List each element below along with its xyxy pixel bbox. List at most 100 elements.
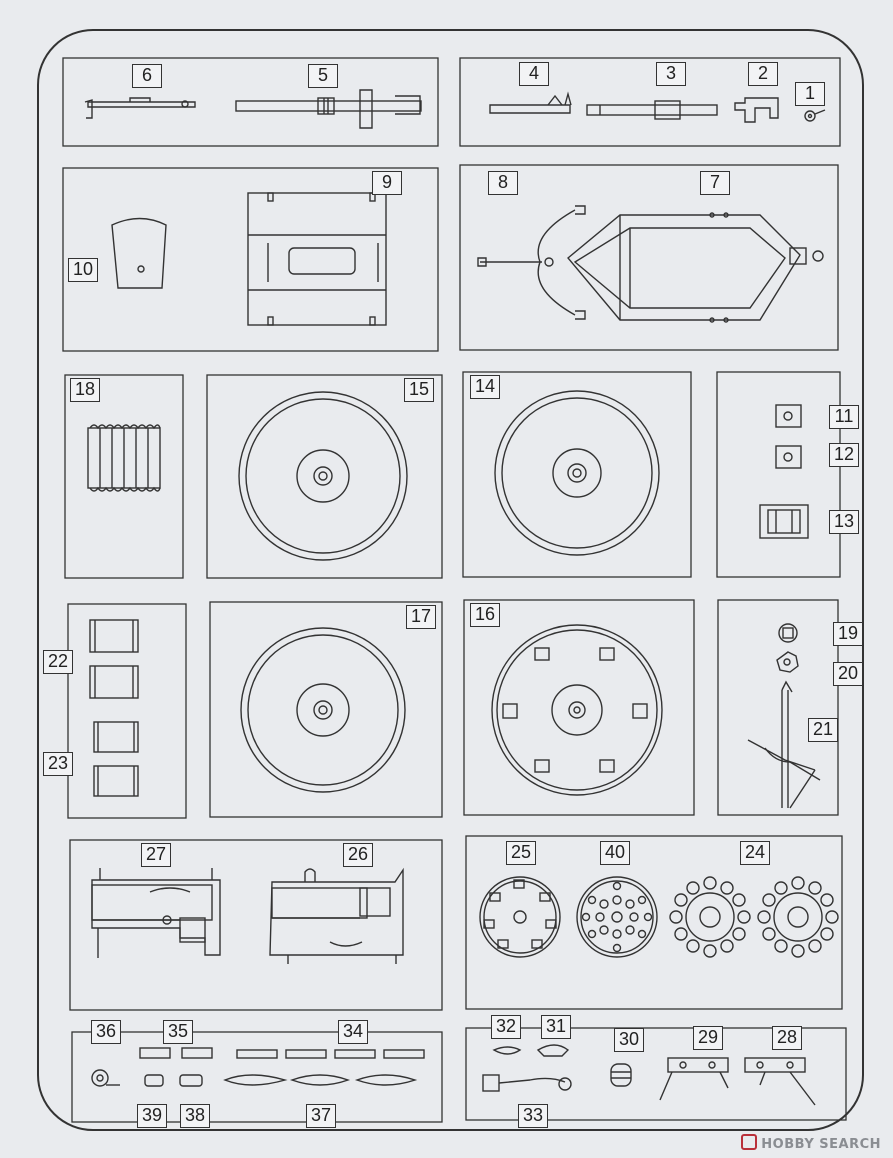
part-label-5: 5 bbox=[308, 64, 338, 88]
part-label-9: 9 bbox=[372, 171, 402, 195]
logo-icon bbox=[741, 1134, 758, 1150]
part-33-drawing bbox=[482, 1074, 572, 1092]
part-label-20: 20 bbox=[833, 662, 863, 686]
panel-parts-7-8 bbox=[459, 164, 839, 351]
part-40-drawing bbox=[576, 876, 658, 958]
part-label-18: 18 bbox=[70, 378, 100, 402]
part-39-drawing bbox=[144, 1074, 164, 1087]
watermark: HOBBY SEARCH bbox=[741, 1134, 881, 1152]
panel-parts-9-10 bbox=[62, 167, 439, 352]
panel-parts-5-6 bbox=[62, 57, 439, 147]
part-20-drawing bbox=[776, 651, 799, 673]
part-label-3: 3 bbox=[656, 62, 686, 86]
part-34-drawing bbox=[236, 1049, 425, 1059]
part-label-14: 14 bbox=[470, 375, 500, 399]
part-label-19: 19 bbox=[833, 622, 863, 646]
part-label-23: 23 bbox=[43, 752, 73, 776]
part-23-drawing bbox=[93, 721, 139, 797]
part-21-drawing bbox=[747, 680, 821, 809]
part-label-12: 12 bbox=[829, 443, 859, 467]
part-24-drawing-b bbox=[757, 876, 839, 958]
part-label-35: 35 bbox=[163, 1020, 193, 1044]
panel-parts-11-13 bbox=[716, 371, 841, 578]
part-label-29: 29 bbox=[693, 1026, 723, 1050]
part-label-26: 26 bbox=[343, 843, 373, 867]
watermark-text: HOBBY SEARCH bbox=[761, 1137, 881, 1152]
panel-parts-34-39 bbox=[71, 1031, 443, 1123]
part-label-10: 10 bbox=[68, 258, 98, 282]
part-2-drawing bbox=[734, 97, 779, 123]
panel-part-16 bbox=[463, 599, 695, 816]
part-label-30: 30 bbox=[614, 1028, 644, 1052]
part-19-drawing bbox=[778, 623, 798, 643]
panel-parts-22-23 bbox=[67, 603, 187, 819]
part-label-2: 2 bbox=[748, 62, 778, 86]
panel-parts-28-33 bbox=[465, 1027, 847, 1121]
part-label-36: 36 bbox=[91, 1020, 121, 1044]
part-label-33: 33 bbox=[518, 1104, 548, 1128]
part-18-drawing bbox=[87, 424, 161, 492]
part-label-40: 40 bbox=[600, 841, 630, 865]
part-label-34: 34 bbox=[338, 1020, 368, 1044]
part-32-drawing bbox=[492, 1046, 522, 1055]
part-12-drawing bbox=[775, 445, 802, 469]
panel-part-15 bbox=[206, 374, 443, 579]
part-label-4: 4 bbox=[519, 62, 549, 86]
part-label-21: 21 bbox=[808, 718, 838, 742]
part-22-drawing bbox=[89, 619, 139, 699]
part-label-15: 15 bbox=[404, 378, 434, 402]
part-label-38: 38 bbox=[180, 1104, 210, 1128]
part-36-drawing bbox=[91, 1069, 120, 1087]
part-label-1: 1 bbox=[795, 82, 825, 106]
panel-part-14 bbox=[462, 371, 692, 578]
part-label-6: 6 bbox=[132, 64, 162, 88]
part-7-8-drawing bbox=[477, 205, 824, 323]
part-label-28: 28 bbox=[772, 1026, 802, 1050]
part-24-drawing-a bbox=[669, 876, 751, 958]
part-label-16: 16 bbox=[470, 603, 500, 627]
part-label-24: 24 bbox=[740, 841, 770, 865]
part-15-wheel bbox=[238, 391, 408, 561]
part-label-8: 8 bbox=[488, 171, 518, 195]
part-label-31: 31 bbox=[541, 1015, 571, 1039]
part-10-drawing bbox=[111, 217, 167, 289]
part-16-wheel bbox=[491, 624, 663, 796]
panel-parts-26-27 bbox=[69, 839, 443, 1011]
part-25-drawing bbox=[479, 876, 561, 958]
panel-parts-19-21 bbox=[717, 599, 839, 816]
part-4-drawing bbox=[489, 91, 572, 114]
sprue-outer-frame bbox=[37, 29, 864, 1131]
panel-parts-1-4 bbox=[459, 57, 841, 147]
part-27-drawing bbox=[91, 868, 221, 958]
part-11-drawing bbox=[775, 404, 802, 428]
part-26-drawing bbox=[269, 867, 404, 964]
part-1-drawing bbox=[804, 109, 826, 122]
panel-part-18 bbox=[64, 374, 184, 579]
part-31-drawing bbox=[536, 1044, 570, 1057]
part-17-wheel bbox=[240, 627, 406, 793]
part-label-32: 32 bbox=[491, 1015, 521, 1039]
part-label-39: 39 bbox=[137, 1104, 167, 1128]
panel-part-17 bbox=[209, 601, 443, 818]
part-label-13: 13 bbox=[829, 510, 859, 534]
part-5-drawing bbox=[235, 89, 422, 129]
part-3-drawing bbox=[586, 100, 718, 120]
part-label-11: 11 bbox=[829, 405, 859, 429]
part-14-wheel bbox=[494, 390, 660, 556]
part-label-37: 37 bbox=[306, 1104, 336, 1128]
part-label-25: 25 bbox=[506, 841, 536, 865]
part-label-17: 17 bbox=[406, 605, 436, 629]
panel-parts-24-40 bbox=[465, 835, 843, 1010]
part-9-drawing bbox=[247, 192, 387, 326]
part-28-drawing bbox=[744, 1057, 816, 1106]
sprue-panels bbox=[62, 57, 847, 1123]
part-35-drawing bbox=[139, 1047, 213, 1059]
part-38-drawing bbox=[179, 1074, 203, 1087]
part-29-drawing bbox=[659, 1057, 729, 1101]
part-label-27: 27 bbox=[141, 843, 171, 867]
part-label-7: 7 bbox=[700, 171, 730, 195]
part-label-22: 22 bbox=[43, 650, 73, 674]
part-30-drawing bbox=[610, 1063, 632, 1087]
part-37-drawing bbox=[223, 1074, 418, 1086]
